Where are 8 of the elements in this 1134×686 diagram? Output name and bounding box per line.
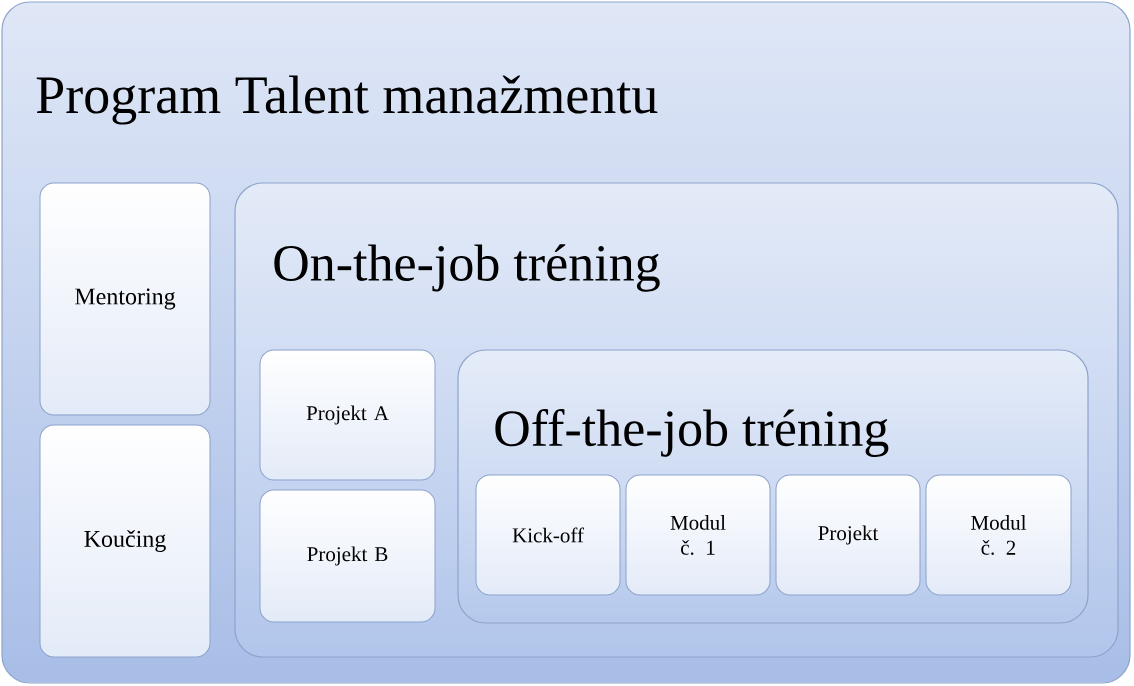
box: Projekt A	[259, 349, 436, 481]
box: Modul č. 2	[925, 474, 1072, 596]
box: Projekt B	[259, 489, 436, 623]
box: Modul č. 1	[625, 474, 771, 596]
box: Koučing	[39, 424, 211, 658]
box: Kick-off	[475, 474, 621, 596]
box: Projekt	[775, 474, 921, 596]
box: Mentoring	[39, 182, 211, 416]
